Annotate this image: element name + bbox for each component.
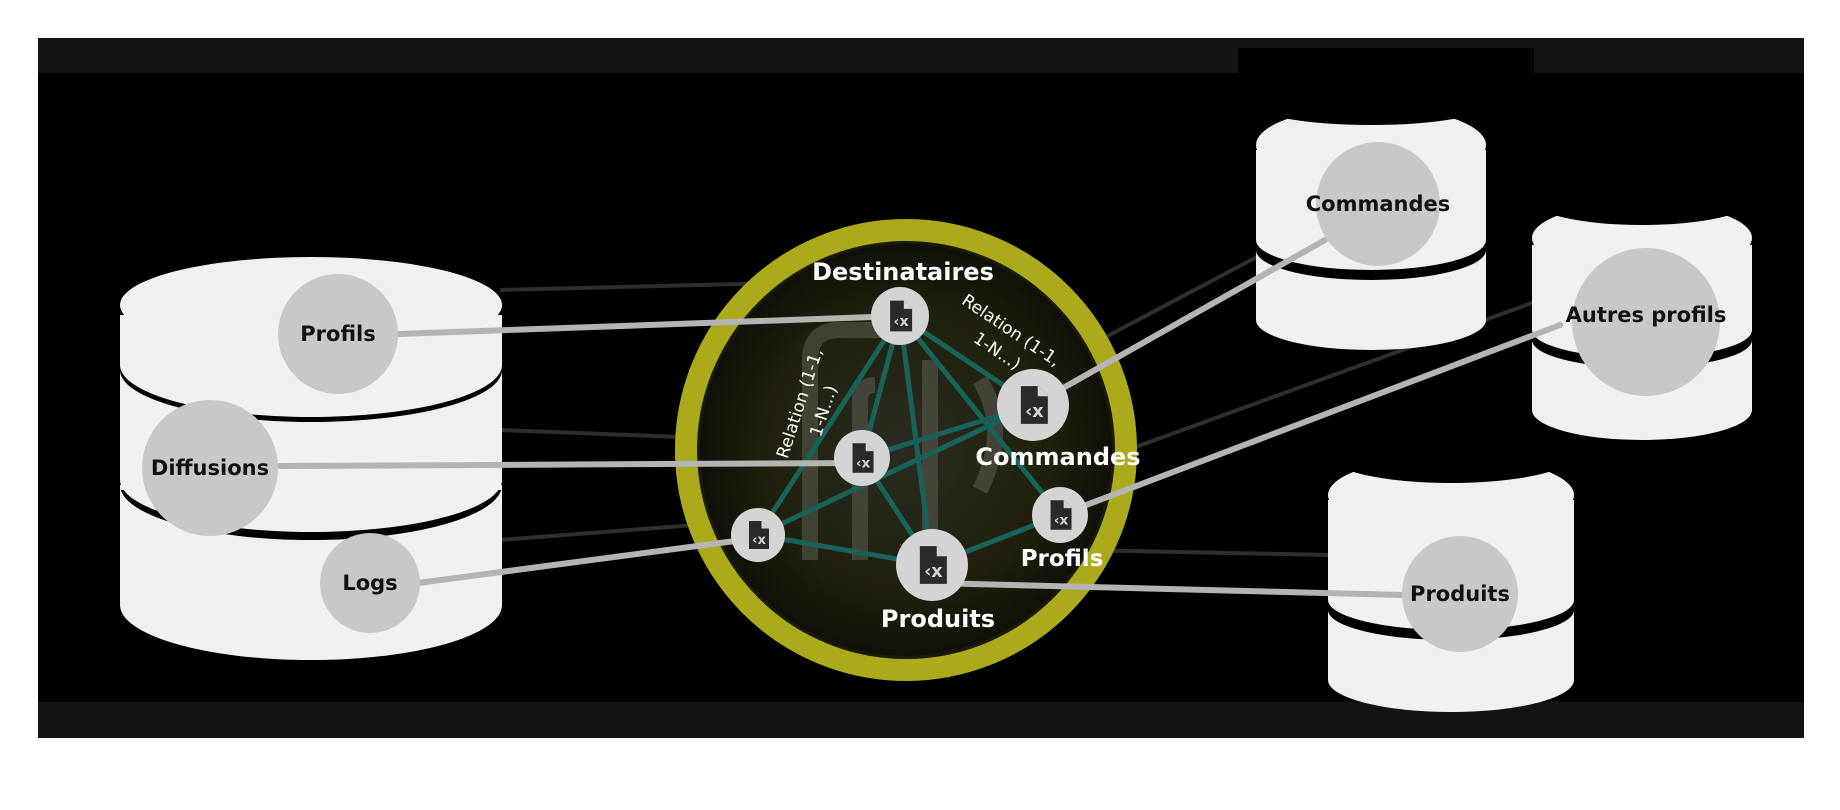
core-node-commandes[interactable] <box>997 369 1069 441</box>
core-label-profils: Profils <box>1021 546 1104 572</box>
connector-logs <box>415 535 761 586</box>
table-produits-label: Produits <box>1410 582 1510 606</box>
core-label-produits: Produits <box>881 605 995 633</box>
table-profils-label: Profils <box>300 322 375 346</box>
xml-document-icon <box>852 442 875 474</box>
edge-destinataires-left <box>755 313 903 538</box>
core-label-destinataires: Destinataires <box>812 258 994 286</box>
table-connectors <box>277 237 1563 598</box>
connector-profils <box>395 313 903 337</box>
table-commandes[interactable]: Commandes <box>1306 142 1451 266</box>
table-produits[interactable]: Produits <box>1402 536 1518 652</box>
connector-commandes <box>1030 237 1328 408</box>
core-node-produits[interactable] <box>896 529 968 601</box>
table-diffusions[interactable]: Diffusions <box>142 400 278 536</box>
core-node-left[interactable] <box>731 508 785 562</box>
table-profils[interactable]: Profils <box>278 274 398 394</box>
top-band-gap <box>1238 48 1534 73</box>
bottom-band <box>38 702 1804 738</box>
integration-hub <box>675 219 1137 681</box>
xml-document-icon <box>889 300 913 332</box>
table-logs[interactable]: Logs <box>320 533 420 633</box>
core-node-destinataires[interactable] <box>871 287 929 345</box>
top-band <box>38 38 1804 73</box>
core-node-profils[interactable] <box>1032 487 1088 543</box>
table-commandes-label: Commandes <box>1306 192 1451 216</box>
edge-destinataires-profils <box>897 313 1063 518</box>
core-label-commandes: Commandes <box>975 443 1140 471</box>
xml-document-icon <box>919 545 948 585</box>
table-autres-profils[interactable]: Autres profils <box>1566 248 1727 396</box>
edge-commandes-left <box>755 402 1036 538</box>
xml-document-icon <box>748 520 770 550</box>
xml-document-icon <box>1050 499 1073 531</box>
table-autres-profils-label: Autres profils <box>1566 303 1727 327</box>
table-logs-label: Logs <box>342 571 397 595</box>
table-diffusions-label: Diffusions <box>151 456 269 480</box>
connector-diffusions <box>277 460 865 469</box>
xml-document-icon <box>1020 385 1049 425</box>
connector-autres-profils <box>1057 322 1563 518</box>
core-node-center[interactable] <box>834 430 890 486</box>
connector-produits <box>929 580 1407 598</box>
